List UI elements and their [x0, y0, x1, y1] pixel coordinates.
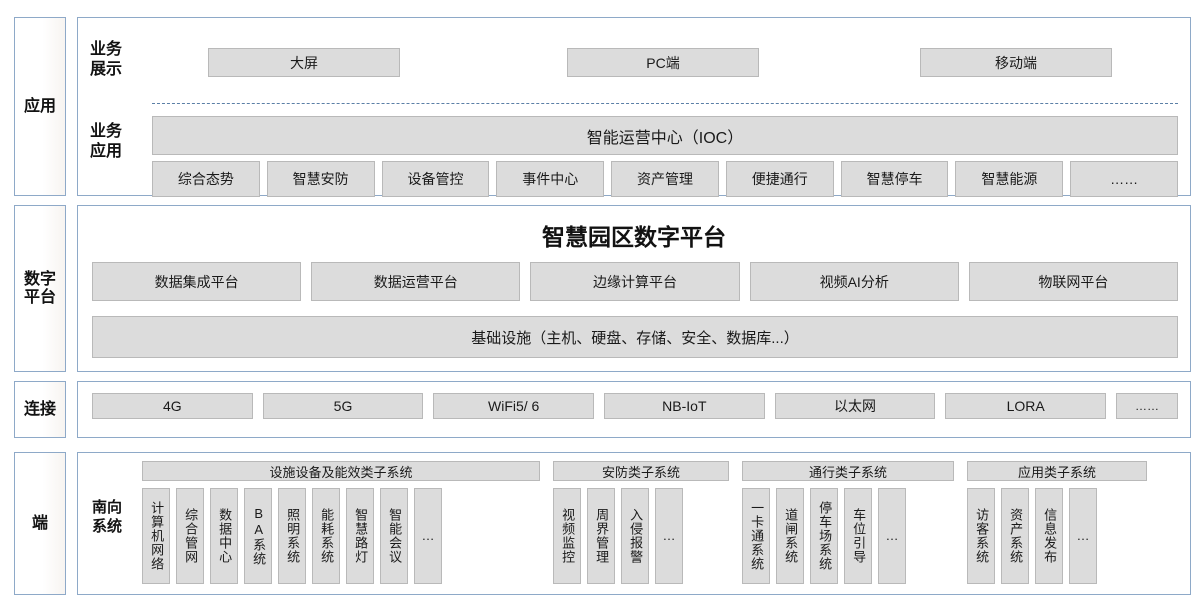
display-item-pc[interactable]: PC端: [567, 48, 759, 77]
layer-application: 应用 业务展示 业务应用 大屏 PC端 移动端 智能运营中心（IOC） 综合态势…: [14, 17, 1191, 197]
divider-dashed: [152, 103, 1178, 104]
device-group-facility: 设施设备及能效类子系统 计算机网络 综合管网 数据中心 BA系统 照明系统 能耗…: [142, 461, 540, 594]
app-item[interactable]: 事件中心: [496, 161, 605, 197]
platform-row: 数据集成平台 数据运营平台 边缘计算平台 视频AI分析 物联网平台: [92, 262, 1179, 301]
infrastructure-bar[interactable]: 基础设施（主机、硬盘、存储、安全、数据库...）: [92, 316, 1178, 358]
device-item[interactable]: 入侵报警: [621, 488, 649, 584]
device-group-header[interactable]: 安防类子系统: [553, 461, 729, 481]
device-groups-area: 设施设备及能效类子系统 计算机网络 综合管网 数据中心 BA系统 照明系统 能耗…: [142, 453, 1180, 594]
layer-connection-body: 4G 5G WiFi5/ 6 NB-IoT 以太网 LORA ……: [77, 381, 1191, 438]
network-row: 4G 5G WiFi5/ 6 NB-IoT 以太网 LORA ……: [92, 393, 1179, 419]
device-group-security: 安防类子系统 视频监控 周界管理 入侵报警 …: [553, 461, 729, 594]
device-item[interactable]: 照明系统: [278, 488, 306, 584]
app-item[interactable]: 便捷通行: [725, 161, 834, 197]
device-item[interactable]: 智慧路灯: [346, 488, 374, 584]
business-display-row: 大屏 PC端 移动端: [150, 48, 1178, 77]
device-item[interactable]: 周界管理: [587, 488, 615, 584]
platform-item[interactable]: 边缘计算平台: [530, 262, 740, 301]
layer-application-body: 业务展示 业务应用 大屏 PC端 移动端 智能运营中心（IOC） 综合态势 智慧…: [77, 17, 1191, 197]
device-item-more[interactable]: …: [1069, 488, 1097, 584]
display-item-bigscreen[interactable]: 大屏: [208, 48, 400, 77]
app-item-more[interactable]: ……: [1070, 161, 1179, 197]
layer-digital-platform-body: 智慧园区数字平台 数据集成平台 数据运营平台 边缘计算平台 视频AI分析 物联网…: [77, 205, 1191, 372]
device-groups: 设施设备及能效类子系统 计算机网络 综合管网 数据中心 BA系统 照明系统 能耗…: [142, 453, 1180, 594]
device-item[interactable]: 智能会议: [380, 488, 408, 584]
device-item[interactable]: 资产系统: [1001, 488, 1029, 584]
network-item[interactable]: LORA: [945, 393, 1107, 419]
label-business-application: 业务应用: [90, 123, 123, 160]
layer-tab-application-label: 应用: [23, 97, 56, 115]
device-item[interactable]: 数据中心: [210, 488, 238, 584]
device-item[interactable]: 计算机网络: [142, 488, 170, 584]
layer-tab-device-label: 端: [31, 514, 48, 532]
business-application-row: 综合态势 智慧安防 设备管控 事件中心 资产管理 便捷通行 智慧停车 智慧能源 …: [152, 161, 1179, 197]
device-group-access: 通行类子系统 一卡通系统 道闸系统 停车场系统 车位引导 …: [742, 461, 954, 594]
layer-tab-application: 应用: [14, 17, 66, 196]
app-item[interactable]: 智慧安防: [266, 161, 375, 197]
label-business-display: 业务展示: [90, 41, 123, 78]
layer-tab-digital-platform: 数字平台: [14, 205, 66, 372]
app-item[interactable]: 设备管控: [381, 161, 490, 197]
app-item[interactable]: 智慧停车: [840, 161, 949, 197]
layer-tab-connection: 连接: [14, 381, 66, 438]
layer-tab-connection-label: 连接: [23, 400, 56, 418]
platform-item[interactable]: 数据运营平台: [311, 262, 521, 301]
device-item[interactable]: 停车场系统: [810, 488, 838, 584]
device-item[interactable]: 能耗系统: [312, 488, 340, 584]
platform-item[interactable]: 视频AI分析: [749, 262, 959, 301]
network-item[interactable]: 4G: [92, 393, 253, 419]
app-item[interactable]: 智慧能源: [955, 161, 1064, 197]
layer-digital-platform: 数字平台 智慧园区数字平台 数据集成平台 数据运营平台 边缘计算平台 视频AI分…: [14, 205, 1191, 372]
device-item[interactable]: 综合管网: [176, 488, 204, 584]
device-item[interactable]: 车位引导: [844, 488, 872, 584]
label-southbound-system: 南向系统: [92, 499, 123, 535]
device-item-more[interactable]: …: [655, 488, 683, 584]
network-item[interactable]: NB-IoT: [604, 393, 765, 419]
layer-device-body: 南向系统 设施设备及能效类子系统 计算机网络 综合管网 数据中心 BA系统 照明…: [77, 452, 1191, 595]
device-item-more[interactable]: …: [414, 488, 442, 584]
app-item[interactable]: 综合态势: [152, 161, 260, 197]
platform-item[interactable]: 物联网平台: [968, 262, 1179, 301]
layer-tab-digital-platform-label: 数字平台: [23, 270, 56, 306]
device-group-items: 计算机网络 综合管网 数据中心 BA系统 照明系统 能耗系统 智慧路灯 智能会议…: [142, 488, 540, 594]
digital-platform-title: 智慧园区数字平台: [542, 224, 726, 250]
ioc-bar[interactable]: 智能运营中心（IOC）: [152, 116, 1178, 155]
device-group-header[interactable]: 设施设备及能效类子系统: [142, 461, 540, 481]
device-item[interactable]: 访客系统: [967, 488, 995, 584]
app-item[interactable]: 资产管理: [611, 161, 719, 197]
application-side-labels: 业务展示 业务应用: [90, 18, 146, 195]
device-group-items: 一卡通系统 道闸系统 停车场系统 车位引导 …: [742, 488, 954, 594]
network-item[interactable]: WiFi5/ 6: [433, 393, 595, 419]
network-item[interactable]: 以太网: [774, 393, 936, 419]
device-item-more[interactable]: …: [878, 488, 906, 584]
device-group-header[interactable]: 通行类子系统: [742, 461, 954, 481]
network-item[interactable]: 5G: [262, 393, 424, 419]
platform-item[interactable]: 数据集成平台: [92, 262, 302, 301]
layer-tab-device: 端: [14, 452, 66, 595]
device-group-header[interactable]: 应用类子系统: [967, 461, 1147, 481]
device-group-items: 视频监控 周界管理 入侵报警 …: [553, 488, 729, 594]
device-item[interactable]: BA系统: [244, 488, 272, 584]
device-group-items: 访客系统 资产系统 信息发布 …: [967, 488, 1147, 594]
layer-device: 端 南向系统 设施设备及能效类子系统 计算机网络 综合管网 数据中心 BA系统 …: [14, 452, 1191, 595]
network-item-more[interactable]: ……: [1116, 393, 1179, 419]
device-item[interactable]: 道闸系统: [776, 488, 804, 584]
device-group-application: 应用类子系统 访客系统 资产系统 信息发布 …: [967, 461, 1147, 594]
display-item-mobile[interactable]: 移动端: [920, 48, 1112, 77]
device-item[interactable]: 一卡通系统: [742, 488, 770, 584]
device-item[interactable]: 信息发布: [1035, 488, 1063, 584]
device-item[interactable]: 视频监控: [553, 488, 581, 584]
layer-connection: 连接 4G 5G WiFi5/ 6 NB-IoT 以太网 LORA ……: [14, 381, 1191, 438]
